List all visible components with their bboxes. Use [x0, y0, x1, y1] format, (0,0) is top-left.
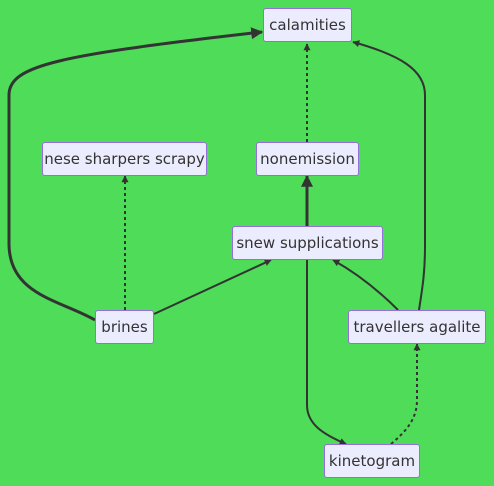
edge-snew-supplications-to-kinetogram: [306, 260, 347, 445]
edge-kinetogram-to-travellers-agalite: [390, 343, 421, 445]
edge-brines-to-calamities: [7, 27, 264, 322]
node-snew-supplications[interactable]: snew supplications: [232, 226, 383, 260]
node-nese-sharpers-scrapy[interactable]: nese sharpers scrapy: [42, 142, 207, 176]
node-travellers-agalite[interactable]: travellers agalite: [348, 310, 486, 344]
edge-brines-to-snew-supplications: [153, 259, 272, 315]
node-kinetogram[interactable]: kinetogram: [324, 444, 420, 478]
node-calamities[interactable]: calamities: [263, 8, 352, 42]
node-nonemission[interactable]: nonemission: [256, 142, 359, 176]
edge-travellers-agalite-to-snew-supplications: [332, 259, 399, 311]
edge-travellers-agalite-to-calamities: [352, 40, 426, 311]
node-brines[interactable]: brines: [95, 310, 154, 344]
